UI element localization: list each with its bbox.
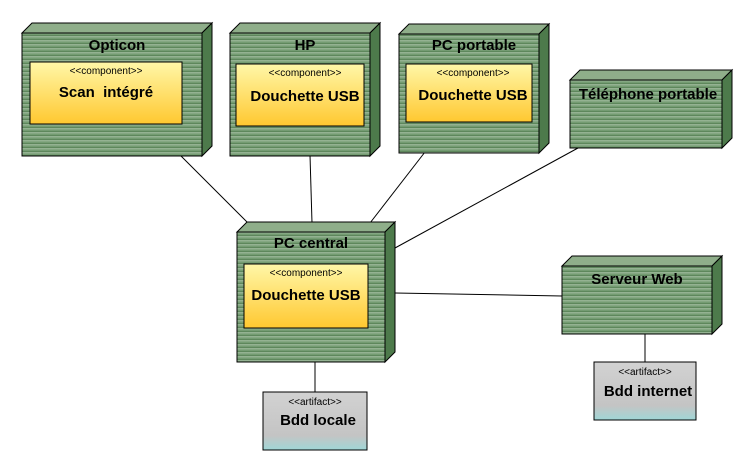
artifact-bdd-internet: <<artifact>> Bdd internet <box>593 361 697 421</box>
component-box <box>235 63 365 127</box>
component-label: Douchette USB <box>250 88 359 105</box>
node-top-face <box>20 22 214 34</box>
component-label: Scan intégré <box>59 84 153 101</box>
node-telephone-portable: Téléphone portable <box>568 68 734 150</box>
node-opticon: Opticon <<component>> Scan intégré <box>20 21 214 158</box>
artifact-box <box>262 391 368 451</box>
link-pc-central-serveur-web <box>394 292 563 297</box>
component-label: Douchette USB <box>418 87 527 104</box>
node-front-face <box>561 265 713 335</box>
artifact-box <box>593 361 697 421</box>
component-stereotype: <<component>> <box>270 268 343 279</box>
node-side-face <box>538 22 550 155</box>
component-box <box>405 63 533 123</box>
component-douchette-usb-central: <<component>> Douchette USB <box>243 263 369 329</box>
component-box <box>243 263 369 329</box>
link-opticon-pc-central <box>179 154 249 224</box>
artifact-bdd-locale: <<artifact>> Bdd locale <box>262 391 368 451</box>
node-title: Téléphone portable <box>579 86 717 103</box>
artifact-stereotype: <<artifact>> <box>288 397 342 408</box>
link-pc-portable-pc-central <box>369 151 426 224</box>
node-title: Serveur Web <box>591 271 682 288</box>
node-hp: HP <<component>> Douchette USB <box>228 21 382 158</box>
component-stereotype: <<component>> <box>70 66 143 77</box>
link-telephone-pc-central <box>394 147 579 249</box>
artifact-label: Bdd locale <box>280 412 356 429</box>
connections <box>179 147 646 392</box>
node-side-face <box>201 21 213 158</box>
component-label: Douchette USB <box>251 287 360 304</box>
component-scan-integre: <<component>> Scan intégré <box>29 61 183 125</box>
node-pc-central: PC central <<component>> Douchette USB <box>235 220 397 364</box>
node-top-face <box>397 23 551 35</box>
node-title: PC central <box>274 235 348 252</box>
node-title: PC portable <box>432 37 516 54</box>
node-side-face <box>721 68 733 150</box>
node-pc-portable: PC portable <<component>> Douchette USB <box>397 22 551 155</box>
node-title: Opticon <box>89 37 146 54</box>
node-serveur-web: Serveur Web <box>560 254 724 336</box>
node-top-face <box>228 22 382 34</box>
artifact-label: Bdd internet <box>604 383 692 400</box>
node-side-face <box>711 254 723 336</box>
component-douchette-usb-hp: <<component>> Douchette USB <box>235 63 365 127</box>
node-side-face <box>384 220 396 364</box>
node-top-face <box>235 221 397 233</box>
component-stereotype: <<component>> <box>269 68 342 79</box>
node-top-face <box>560 255 724 267</box>
node-top-face <box>568 69 734 81</box>
node-side-face <box>369 21 381 158</box>
component-douchette-usb-portable: <<component>> Douchette USB <box>405 63 533 123</box>
component-stereotype: <<component>> <box>437 68 510 79</box>
link-hp-pc-central <box>309 154 313 224</box>
component-box <box>29 61 183 125</box>
artifact-stereotype: <<artifact>> <box>618 367 672 378</box>
node-front-face <box>569 79 723 149</box>
node-title: HP <box>295 37 316 54</box>
